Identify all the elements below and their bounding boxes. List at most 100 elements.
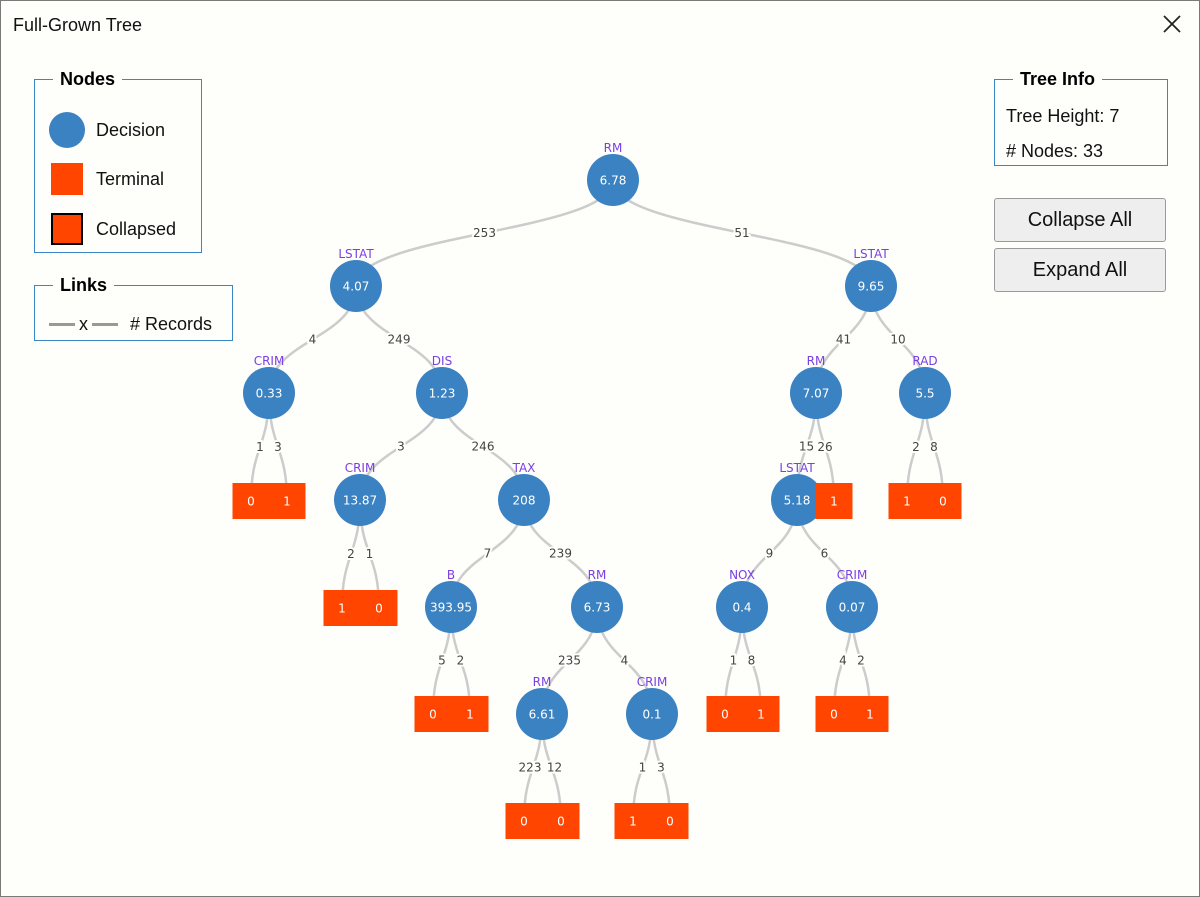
node-split-variable: DIS: [432, 354, 452, 368]
nodes-legend: Nodes Decision Terminal Collapsed: [34, 69, 202, 253]
node-threshold: 0.07: [839, 601, 866, 615]
link-record-count: 4: [621, 654, 629, 668]
terminal-node[interactable]: 1: [323, 590, 361, 626]
terminal-node[interactable]: 1: [815, 483, 853, 519]
terminal-node[interactable]: 0: [651, 803, 689, 839]
link-record-count: 15: [799, 440, 814, 454]
decision-circle: [334, 474, 386, 526]
legend-item-terminal: Terminal: [49, 163, 164, 195]
tree-info-box: Tree Info Tree Height: 7 # Nodes: 33: [994, 69, 1168, 166]
node-threshold: 13.87: [343, 494, 377, 508]
terminal-value: 1: [629, 815, 637, 829]
node-split-variable: CRIM: [254, 354, 285, 368]
decision-circle: [626, 688, 678, 740]
terminal-value: 0: [375, 602, 383, 616]
node-threshold: 6.78: [600, 174, 627, 188]
node-split-variable: RM: [588, 568, 607, 582]
legend-item-collapsed: Collapsed: [49, 213, 176, 245]
terminal-value: 0: [429, 708, 437, 722]
terminal-node[interactable]: 1: [888, 483, 926, 519]
node-threshold: 1.23: [429, 387, 456, 401]
terminal-node[interactable]: 0: [924, 483, 962, 519]
link-record-count: 1: [639, 761, 647, 775]
decision-circle: [716, 581, 768, 633]
close-icon: [1163, 15, 1181, 33]
terminal-square: [323, 590, 361, 626]
node-threshold: 7.07: [803, 387, 830, 401]
terminal-node[interactable]: 1: [268, 483, 306, 519]
decision-circle: [498, 474, 550, 526]
terminal-node[interactable]: 1: [614, 803, 652, 839]
terminal-square: [614, 803, 652, 839]
link-record-count: 7: [484, 547, 492, 561]
collapse-all-button[interactable]: Collapse All: [994, 198, 1166, 242]
decision-node[interactable]: 393.95B: [425, 568, 477, 633]
decision-node[interactable]: 1.23 DIS: [416, 354, 468, 419]
terminal-value: 1: [338, 602, 346, 616]
decision-node[interactable]: 6.73 RM: [571, 568, 623, 633]
link-record-count: 6: [821, 547, 829, 561]
link-record-count: 9: [766, 547, 774, 561]
link-record-count: 10: [890, 333, 905, 347]
terminal-node[interactable]: 1: [742, 696, 780, 732]
terminal-node[interactable]: 1: [451, 696, 489, 732]
decision-circle: [771, 474, 823, 526]
link-record-count: 8: [930, 440, 938, 454]
decision-circle: [571, 581, 623, 633]
terminal-node[interactable]: 0: [542, 803, 580, 839]
terminal-square: [505, 803, 543, 839]
terminal-node[interactable]: 0: [815, 696, 853, 732]
link-line-icon: [92, 323, 118, 326]
node-split-variable: RM: [533, 675, 552, 689]
terminal-value: 1: [830, 495, 838, 509]
close-button[interactable]: [1159, 11, 1185, 37]
decision-circle: [587, 154, 639, 206]
link-record-count: 239: [549, 547, 572, 561]
decision-circle: [243, 367, 295, 419]
decision-circle: [899, 367, 951, 419]
terminal-node[interactable]: 0: [360, 590, 398, 626]
link-record-count: 2: [912, 440, 920, 454]
terminal-node[interactable]: 0: [505, 803, 543, 839]
terminal-value: 0: [666, 815, 674, 829]
terminal-value: 1: [866, 708, 874, 722]
link-record-count: 223: [519, 761, 542, 775]
terminal-square: [815, 483, 853, 519]
node-threshold: 0.1: [642, 708, 661, 722]
terminal-node[interactable]: 0: [232, 483, 270, 519]
terminal-node[interactable]: 0: [414, 696, 452, 732]
terminal-node[interactable]: 1: [851, 696, 889, 732]
node-split-variable: LSTAT: [853, 247, 889, 261]
decision-circle: [416, 367, 468, 419]
legend-collapsed-label: Collapsed: [96, 218, 177, 239]
link-record-count: 26: [817, 440, 832, 454]
link-line-icon: [49, 323, 75, 326]
tree-info-title: Tree Info: [1020, 69, 1096, 89]
node-split-variable: NOX: [729, 568, 755, 582]
node-split-variable: B: [447, 568, 455, 582]
node-threshold: 6.73: [584, 601, 611, 615]
terminal-value: 1: [757, 708, 765, 722]
node-split-variable: TAX: [512, 461, 536, 475]
terminal-square: [360, 590, 398, 626]
terminal-square: [888, 483, 926, 519]
terminal-node[interactable]: 0: [706, 696, 744, 732]
expand-all-button[interactable]: Expand All: [994, 248, 1166, 292]
link-record-count: 3: [657, 761, 665, 775]
links-legend-title: Links: [60, 275, 108, 295]
